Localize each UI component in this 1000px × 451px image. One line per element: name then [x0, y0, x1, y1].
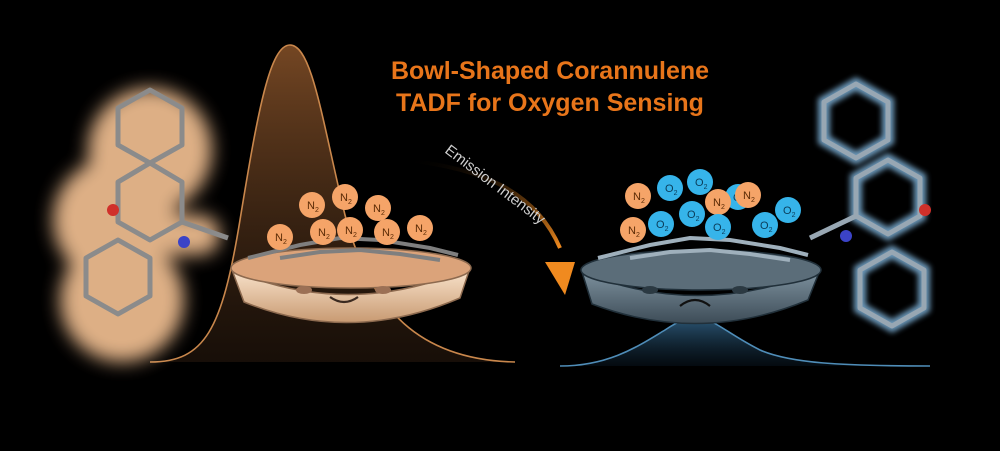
right-bowl-cheek — [732, 286, 748, 294]
nitrogen-ball — [407, 215, 433, 241]
nitrogen-ball — [267, 224, 293, 250]
nitrogen-label: N2 — [373, 203, 385, 217]
left-molecule-bonds — [83, 87, 229, 317]
nitrogen-molecule: N2 — [267, 224, 293, 250]
nitrogen-ball — [365, 195, 391, 221]
oxygen-ball — [752, 212, 778, 238]
left-bowl-cheek — [375, 286, 391, 294]
right-corannulene-framework — [597, 235, 809, 262]
title-line-1: Bowl-Shaped Corannulene — [390, 57, 710, 85]
oxygen-ball — [679, 201, 705, 227]
oxygen-molecule: O2 — [705, 214, 731, 240]
oxygen-molecule: O2 — [687, 169, 713, 195]
nitrogen-molecule: N2 — [365, 195, 391, 221]
oxygen-molecule: O2 — [657, 175, 683, 201]
oxygen-molecule: O2 — [752, 212, 778, 238]
nitrogen-ball — [705, 189, 731, 215]
right-nitrogen-atom — [840, 230, 852, 242]
nitrogen-label: N2 — [307, 200, 319, 214]
nitrogen-molecule: N2 — [625, 183, 651, 209]
oxygen-molecule: O2 — [679, 201, 705, 227]
nitrogen-molecule: N2 — [735, 182, 761, 208]
nitrogen-ball — [735, 182, 761, 208]
nitrogen-molecule: N2 — [705, 189, 731, 215]
nitrogen-label: N2 — [628, 225, 640, 239]
nitrogen-label: N2 — [415, 223, 427, 237]
nitrogen-ball — [332, 184, 358, 210]
nitrogen-label: N2 — [743, 190, 755, 204]
title-line-2: TADF for Oxygen Sensing — [396, 89, 704, 117]
arrow-label: Emission Intensity — [442, 142, 549, 229]
oxygen-ball — [648, 211, 674, 237]
nitrogen-molecule: N2 — [310, 219, 336, 245]
nitrogen-molecule: N2 — [374, 219, 400, 245]
nitrogen-molecule: N2 — [332, 184, 358, 210]
nitrogen-label: N2 — [345, 225, 357, 239]
left-bowl-smile — [329, 296, 359, 304]
nitrogen-label: N2 — [713, 197, 725, 211]
left-oxygen-atom — [107, 204, 119, 216]
nitrogen-ball — [620, 217, 646, 243]
right-gas-molecules: N2O2O2O2N2O2O2N2O2N2O2O2 — [620, 169, 801, 243]
nitrogen-molecule: N2 — [337, 217, 363, 243]
nitrogen-ball — [337, 217, 363, 243]
oxygen-molecule: O2 — [775, 197, 801, 223]
right-bowl — [580, 235, 822, 325]
right-bowl-frown — [679, 298, 711, 307]
nitrogen-ball — [310, 219, 336, 245]
oxygen-ball — [705, 214, 731, 240]
nitrogen-molecule: N2 — [620, 217, 646, 243]
right-oxygen-atom — [919, 204, 931, 216]
left-molecule — [53, 87, 229, 362]
nitrogen-label: N2 — [633, 191, 645, 205]
nitrogen-ball — [374, 219, 400, 245]
oxygen-molecule: O2 — [648, 211, 674, 237]
arrow-head — [545, 262, 575, 295]
right-molecule-bonds — [808, 81, 927, 329]
left-nitrogen-atom — [178, 236, 190, 248]
nitrogen-label: N2 — [340, 192, 352, 206]
left-corannulene-framework — [247, 235, 459, 262]
left-bowl-cheek — [296, 286, 312, 294]
oxygen-ball — [657, 175, 683, 201]
nitrogen-ball — [625, 183, 651, 209]
right-molecule-glow — [818, 77, 930, 333]
oxygen-ball — [775, 197, 801, 223]
right-emission-peak — [559, 316, 931, 367]
nitrogen-ball — [299, 192, 325, 218]
right-bowl-cheek — [642, 286, 658, 294]
nitrogen-molecule: N2 — [299, 192, 325, 218]
left-bowl — [230, 235, 472, 324]
nitrogen-label: N2 — [275, 232, 287, 246]
oxygen-ball — [687, 169, 713, 195]
nitrogen-molecule: N2 — [407, 215, 433, 241]
nitrogen-label: N2 — [382, 227, 394, 241]
right-molecule — [808, 77, 931, 333]
nitrogen-label: N2 — [318, 227, 330, 241]
